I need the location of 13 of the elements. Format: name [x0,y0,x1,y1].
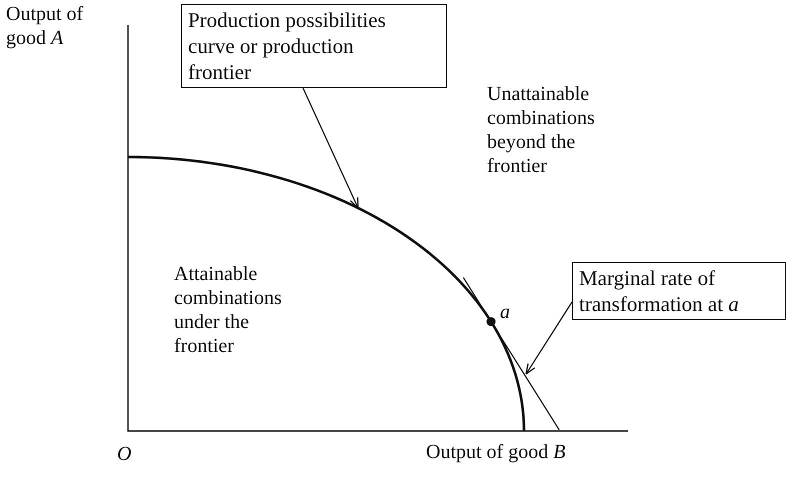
axis-label: Output of good B [426,440,566,464]
callout-box [181,4,447,88]
region-label: Attainable combinations under the frontier [174,262,283,358]
arrow [302,88,359,209]
tangent-line [462,277,560,430]
region-label: Unattainable combinations beyond the frontier [487,82,596,178]
origin-label: O [117,442,132,466]
arrow [525,302,572,375]
point-label: a [500,300,511,324]
callout-text: Production possibilities curve or production frontier [188,7,387,85]
callout-box [572,262,786,320]
axis-label: Output of good A [6,2,84,50]
callout-text: Marginal rate of transformation at a [579,265,740,317]
